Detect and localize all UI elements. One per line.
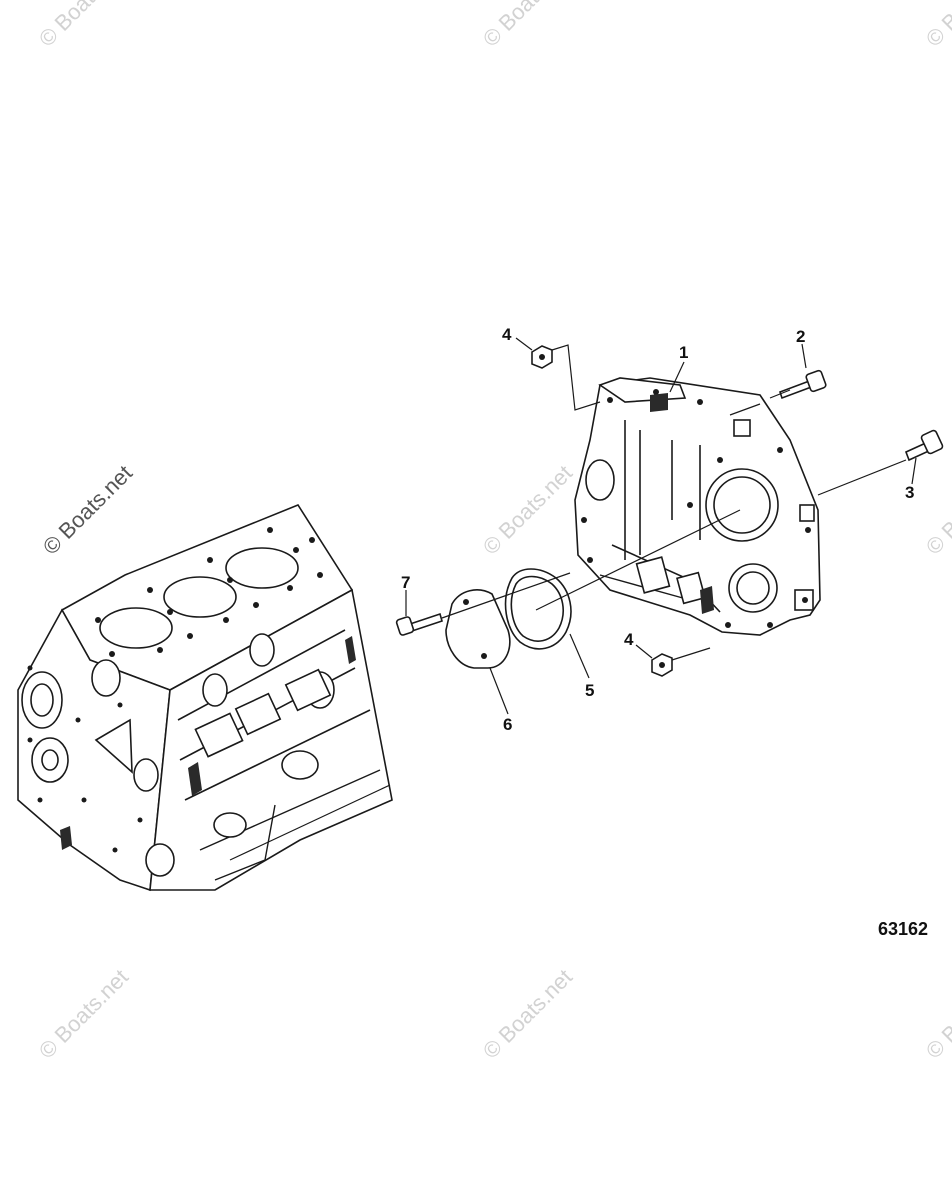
watermark: © Boats.net bbox=[34, 0, 133, 52]
callout-7: 7 bbox=[401, 573, 410, 592]
nut-4-bottom bbox=[651, 653, 673, 677]
watermark: © Boats.net bbox=[921, 964, 952, 1063]
cover-plate bbox=[445, 589, 511, 669]
bolt-3 bbox=[904, 429, 944, 462]
bolt-2 bbox=[778, 369, 827, 400]
callout-2: 2 bbox=[796, 327, 805, 346]
figure-number: 63162 bbox=[878, 919, 928, 939]
watermark: © Boats.net bbox=[921, 0, 952, 52]
callout-6: 6 bbox=[503, 715, 512, 734]
callout-4-bottom: 4 bbox=[624, 630, 634, 649]
bolt-7 bbox=[395, 612, 443, 636]
callout-5: 5 bbox=[585, 681, 594, 700]
nut-4-top bbox=[531, 345, 553, 369]
watermark: © Boats.net bbox=[478, 964, 577, 1063]
gear-housing bbox=[574, 377, 821, 636]
callout-3: 3 bbox=[905, 483, 914, 502]
watermark: © Boats.net bbox=[34, 964, 133, 1063]
watermark: © Boats.net bbox=[478, 0, 577, 52]
callout-4-top: 4 bbox=[502, 325, 512, 344]
watermark: © Boats.net bbox=[478, 460, 577, 559]
callout-1: 1 bbox=[679, 343, 688, 362]
leader-lines bbox=[405, 337, 917, 715]
engine-block bbox=[17, 504, 393, 892]
callout-labels: 1 2 3 4 4 5 6 7 bbox=[401, 325, 914, 734]
watermark-strong: © Boats.net bbox=[38, 460, 137, 559]
watermark: © Boats.net bbox=[921, 460, 952, 559]
